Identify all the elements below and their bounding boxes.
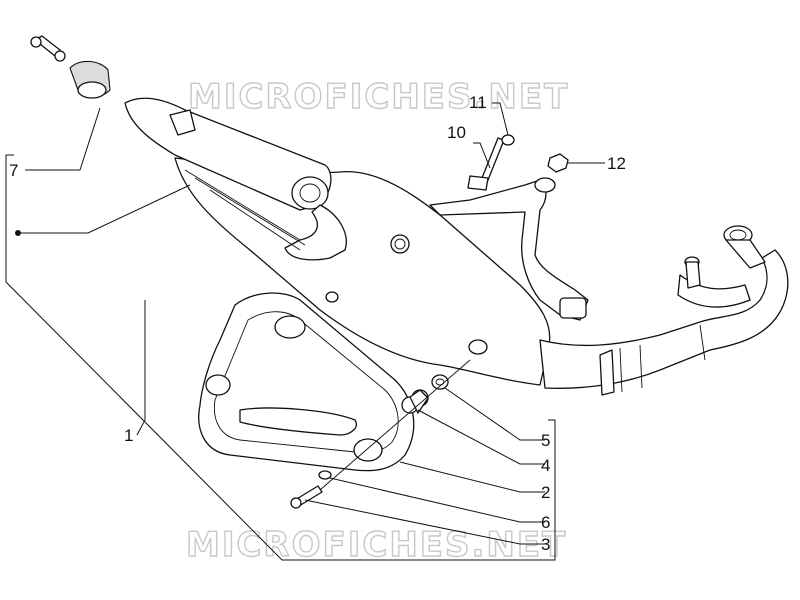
bolt-10 bbox=[467, 137, 505, 191]
bolt-7-top bbox=[30, 35, 111, 99]
callout-5: 5 bbox=[541, 431, 550, 450]
bolt-3 bbox=[290, 485, 323, 509]
callout-4: 4 bbox=[541, 456, 550, 475]
callout-3: 3 bbox=[541, 535, 550, 554]
bullet-dot bbox=[15, 230, 21, 236]
callout-2: 2 bbox=[541, 483, 550, 502]
watermark-top: MICROFICHES.NET bbox=[188, 77, 569, 117]
callout-6: 6 bbox=[541, 513, 550, 532]
callout-12: 12 bbox=[607, 154, 626, 173]
grommet-5 bbox=[431, 374, 449, 390]
washer-11 bbox=[501, 134, 515, 146]
callout-7: 7 bbox=[9, 161, 18, 180]
assembly-bracket bbox=[5, 154, 556, 561]
washer-6 bbox=[318, 470, 332, 480]
watermark-bottom: MICROFICHES.NET bbox=[186, 525, 567, 565]
heat-shield bbox=[198, 292, 415, 472]
nut-12 bbox=[547, 153, 569, 173]
callout-11: 11 bbox=[469, 93, 487, 112]
mount-bracket bbox=[429, 177, 589, 321]
callout-10: 10 bbox=[447, 123, 466, 142]
callout-1: 1 bbox=[124, 426, 133, 445]
muffler-assembly bbox=[124, 97, 551, 386]
leader-lines bbox=[20, 102, 605, 545]
header-pipe bbox=[539, 225, 789, 396]
